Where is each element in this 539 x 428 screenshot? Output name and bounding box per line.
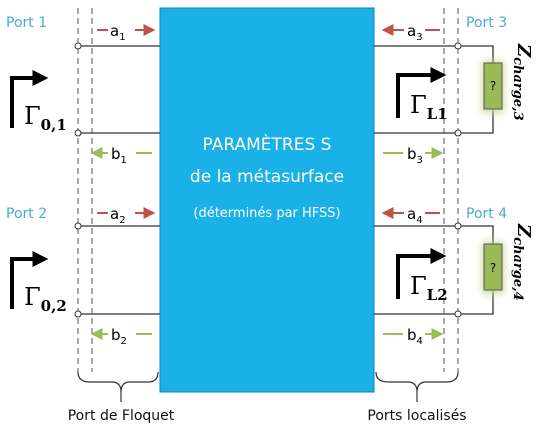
gamma01-label: Γ0,1 (24, 102, 67, 134)
floquet-brace (77, 371, 159, 393)
b2-label: b2 (111, 326, 127, 347)
port2-label: Port 2 (6, 206, 47, 222)
gammaL2-label: ΓL2 (410, 272, 448, 304)
port4-bottom-terminal (454, 310, 462, 318)
gamma02-arrow (10, 251, 49, 309)
zload4-label: Zcharge,4 (510, 223, 534, 301)
a3-label: a3 (407, 22, 423, 43)
port3-bottom-terminal (454, 129, 462, 137)
port4-top-terminal (454, 222, 462, 230)
localized-caption: Ports localisés (367, 408, 466, 424)
a2-label: a2 (110, 205, 126, 226)
load3-resistor (483, 62, 503, 110)
a1-label: a1 (110, 22, 126, 43)
load4-unknown: ? (490, 261, 496, 275)
localized-brace (375, 371, 459, 393)
floquet-caption: Port de Floquet (68, 408, 175, 424)
gammaL2-arrow (396, 248, 447, 299)
load3-unknown: ? (490, 79, 496, 93)
gamma02-label: Γ0,2 (24, 283, 67, 315)
b1-label: b1 (111, 145, 127, 166)
port1-top-terminal (74, 42, 82, 50)
gamma01-arrow (10, 70, 49, 128)
port2-top-terminal (74, 222, 82, 230)
port3-top-terminal (454, 42, 462, 50)
block-title: PARAMÈTRES S (203, 133, 332, 155)
port1-label: Port 1 (6, 15, 47, 31)
b3-label: b3 (407, 145, 423, 166)
gammaL1-arrow (396, 67, 447, 118)
gammaL1-label: ΓL1 (410, 91, 448, 123)
s-parameter-block (159, 7, 375, 393)
port1-bottom-terminal (74, 129, 82, 137)
load4-resistor (483, 243, 503, 291)
port4-label: Port 4 (466, 206, 507, 222)
block-subtitle: de la métasurface (190, 167, 344, 187)
block-note: (déterminés par HFSS) (193, 206, 340, 221)
a4-label: a4 (407, 205, 423, 226)
zload3-label: Zcharge,3 (510, 43, 534, 121)
port2-bottom-terminal (74, 310, 82, 318)
b4-label: b4 (407, 326, 423, 347)
port3-label: Port 3 (466, 15, 507, 31)
